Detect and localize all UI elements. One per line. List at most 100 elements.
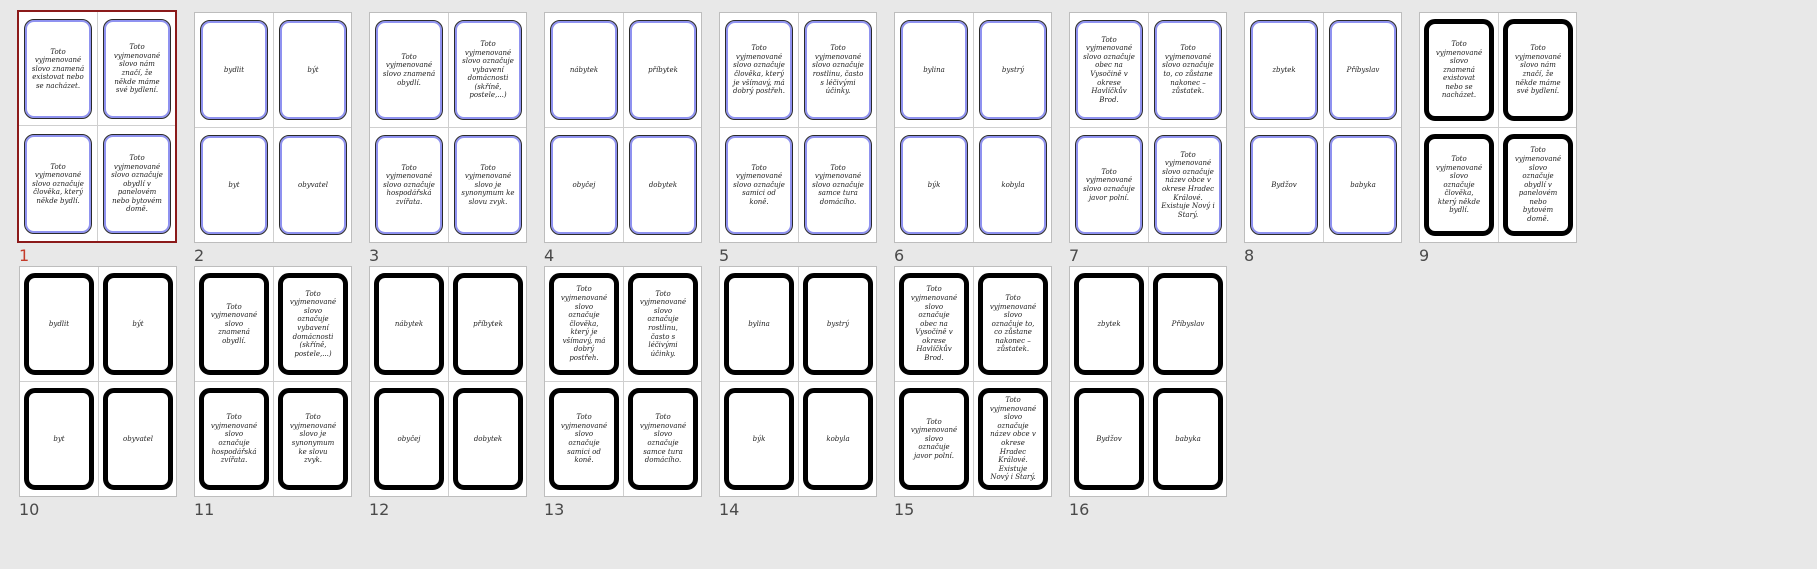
slide-number: 12 bbox=[369, 500, 390, 519]
card-cell: Toto vyjmenované slovo označuje vybavení… bbox=[274, 267, 352, 381]
word-card: nábytek bbox=[550, 20, 618, 120]
cut-line-horizontal bbox=[1245, 127, 1401, 128]
slide-number: 2 bbox=[194, 246, 205, 265]
card-cell: obyvatel bbox=[99, 382, 177, 496]
slide-page: Toto vyjmenované slovo znamená existovat… bbox=[1419, 12, 1577, 243]
card-cell: Bydžov bbox=[1070, 382, 1148, 496]
word-card: byt bbox=[200, 135, 268, 235]
card-cell: byt bbox=[20, 382, 98, 496]
cut-line-horizontal bbox=[1070, 127, 1226, 128]
word-card: Toto vyjmenované slovo znamená obydlí. bbox=[375, 20, 443, 120]
word-card: Toto vyjmenované slovo označuje samce tu… bbox=[628, 388, 698, 490]
slide-page: Toto vyjmenované slovo označuje člověka,… bbox=[719, 12, 877, 243]
card-cell: Toto vyjmenované slovo označuje javor po… bbox=[1070, 128, 1148, 242]
card-cell: Toto vyjmenované slovo nám značí, že něk… bbox=[98, 12, 176, 126]
word-card: kobyla bbox=[803, 388, 873, 490]
slide-page: Toto vyjmenované slovo označuje obec na … bbox=[1069, 12, 1227, 243]
card-cell: Toto vyjmenované slovo nám značí, že něk… bbox=[1499, 13, 1577, 127]
cut-line-horizontal bbox=[720, 381, 876, 382]
word-card: obyvatel bbox=[279, 135, 347, 235]
slide-thumbnail[interactable]: Toto vyjmenované slovo označuje obec na … bbox=[1069, 12, 1229, 265]
cut-line-horizontal bbox=[1420, 127, 1576, 128]
card-cell: Příbyslav bbox=[1324, 13, 1402, 127]
card-cell: být bbox=[99, 267, 177, 381]
word-card: babyka bbox=[1329, 135, 1397, 235]
card-cell: Toto vyjmenované slovo označuje člověka,… bbox=[1420, 128, 1498, 242]
card-cell: Toto vyjmenované slovo označuje hospodář… bbox=[195, 382, 273, 496]
card-cell: dobytek bbox=[624, 128, 702, 242]
slide-page: Toto vyjmenované slovo označuje obec na … bbox=[894, 266, 1052, 497]
slide-number: 3 bbox=[369, 246, 380, 265]
word-card: Toto vyjmenované slovo označuje samici o… bbox=[549, 388, 619, 490]
slide-number: 5 bbox=[719, 246, 730, 265]
card-cell: Toto vyjmenované slovo označuje samce tu… bbox=[624, 382, 702, 496]
slide-number: 11 bbox=[194, 500, 215, 519]
word-card: Toto vyjmenované slovo označuje samici o… bbox=[725, 135, 793, 235]
word-card: Toto vyjmenované slovo označuje rostlinu… bbox=[628, 273, 698, 375]
card-cell: zbytek bbox=[1245, 13, 1323, 127]
slide-thumbnail[interactable]: Toto vyjmenované slovo označuje člověka,… bbox=[719, 12, 879, 265]
word-card: příbytek bbox=[629, 20, 697, 120]
slide-thumbnail[interactable]: Toto vyjmenované slovo znamená obydlí.To… bbox=[194, 266, 354, 519]
slide-number: 7 bbox=[1069, 246, 1080, 265]
word-card: Toto vyjmenované slovo označuje název ob… bbox=[978, 388, 1048, 490]
word-card: Toto vyjmenované slovo znamená obydlí. bbox=[199, 273, 269, 375]
word-card: Toto vyjmenované slovo označuje obydlí v… bbox=[103, 134, 171, 234]
card-cell: obyčej bbox=[545, 128, 623, 242]
card-cell: Toto vyjmenované slovo označuje obydlí v… bbox=[98, 127, 176, 241]
card-cell: kobyla bbox=[799, 382, 877, 496]
slide-page: Toto vyjmenované slovo znamená obydlí.To… bbox=[194, 266, 352, 497]
word-card: Toto vyjmenované slovo označuje hospodář… bbox=[199, 388, 269, 490]
cut-line-horizontal bbox=[20, 381, 176, 382]
slide-thumbnail[interactable]: Toto vyjmenované slovo znamená existovat… bbox=[17, 10, 179, 265]
card-cell: bydlit bbox=[20, 267, 98, 381]
slide-number: 8 bbox=[1244, 246, 1255, 265]
word-card: Toto vyjmenované slovo označuje název ob… bbox=[1154, 135, 1222, 235]
card-cell: Toto vyjmenované slovo označuje samici o… bbox=[545, 382, 623, 496]
card-cell: bylina bbox=[720, 267, 798, 381]
slide-thumbnail[interactable]: Toto vyjmenované slovo znamená obydlí.To… bbox=[369, 12, 529, 265]
card-cell: zbytek bbox=[1070, 267, 1148, 381]
cut-line-horizontal bbox=[720, 127, 876, 128]
card-cell: babyka bbox=[1324, 128, 1402, 242]
card-cell: Toto vyjmenované slovo označuje vybavení… bbox=[449, 13, 527, 127]
word-card: Příbyslav bbox=[1153, 273, 1223, 375]
card-cell: Toto vyjmenované slovo označuje hospodář… bbox=[370, 128, 448, 242]
slide-thumbnail[interactable]: Toto vyjmenované slovo označuje obec na … bbox=[894, 266, 1054, 519]
card-cell: Toto vyjmenované slovo označuje rostlinu… bbox=[799, 13, 877, 127]
word-card: Toto vyjmenované slovo označuje člověka,… bbox=[725, 20, 793, 120]
card-cell: býk bbox=[895, 128, 973, 242]
word-card: Toto vyjmenované slovo označuje vybavení… bbox=[278, 273, 348, 375]
slide-thumbnail[interactable]: Toto vyjmenované slovo označuje člověka,… bbox=[544, 266, 704, 519]
slide-number: 1 bbox=[19, 246, 30, 265]
word-card: Toto vyjmenované slovo označuje člověka,… bbox=[549, 273, 619, 375]
slide-page: Toto vyjmenované slovo označuje člověka,… bbox=[544, 266, 702, 497]
card-cell: Toto vyjmenované slovo znamená existovat… bbox=[1420, 13, 1498, 127]
card-cell: býk bbox=[720, 382, 798, 496]
word-card: dobytek bbox=[629, 135, 697, 235]
word-card: Toto vyjmenované slovo označuje javor po… bbox=[1075, 135, 1143, 235]
card-cell: Toto vyjmenované slovo označuje obec na … bbox=[1070, 13, 1148, 127]
slide-number: 9 bbox=[1419, 246, 1430, 265]
word-card: bylina bbox=[724, 273, 794, 375]
word-card: Toto vyjmenované slovo nám značí, že něk… bbox=[1503, 19, 1573, 121]
slide-thumbnail[interactable]: Toto vyjmenované slovo znamená existovat… bbox=[1419, 12, 1579, 265]
word-card: kobyla bbox=[979, 135, 1047, 235]
card-cell: nábytek bbox=[370, 267, 448, 381]
card-cell: Toto vyjmenované slovo označuje člověka,… bbox=[545, 267, 623, 381]
card-cell: Toto vyjmenované slovo označuje to, co z… bbox=[1149, 13, 1227, 127]
word-card: nábytek bbox=[374, 273, 444, 375]
word-card: zbytek bbox=[1250, 20, 1318, 120]
